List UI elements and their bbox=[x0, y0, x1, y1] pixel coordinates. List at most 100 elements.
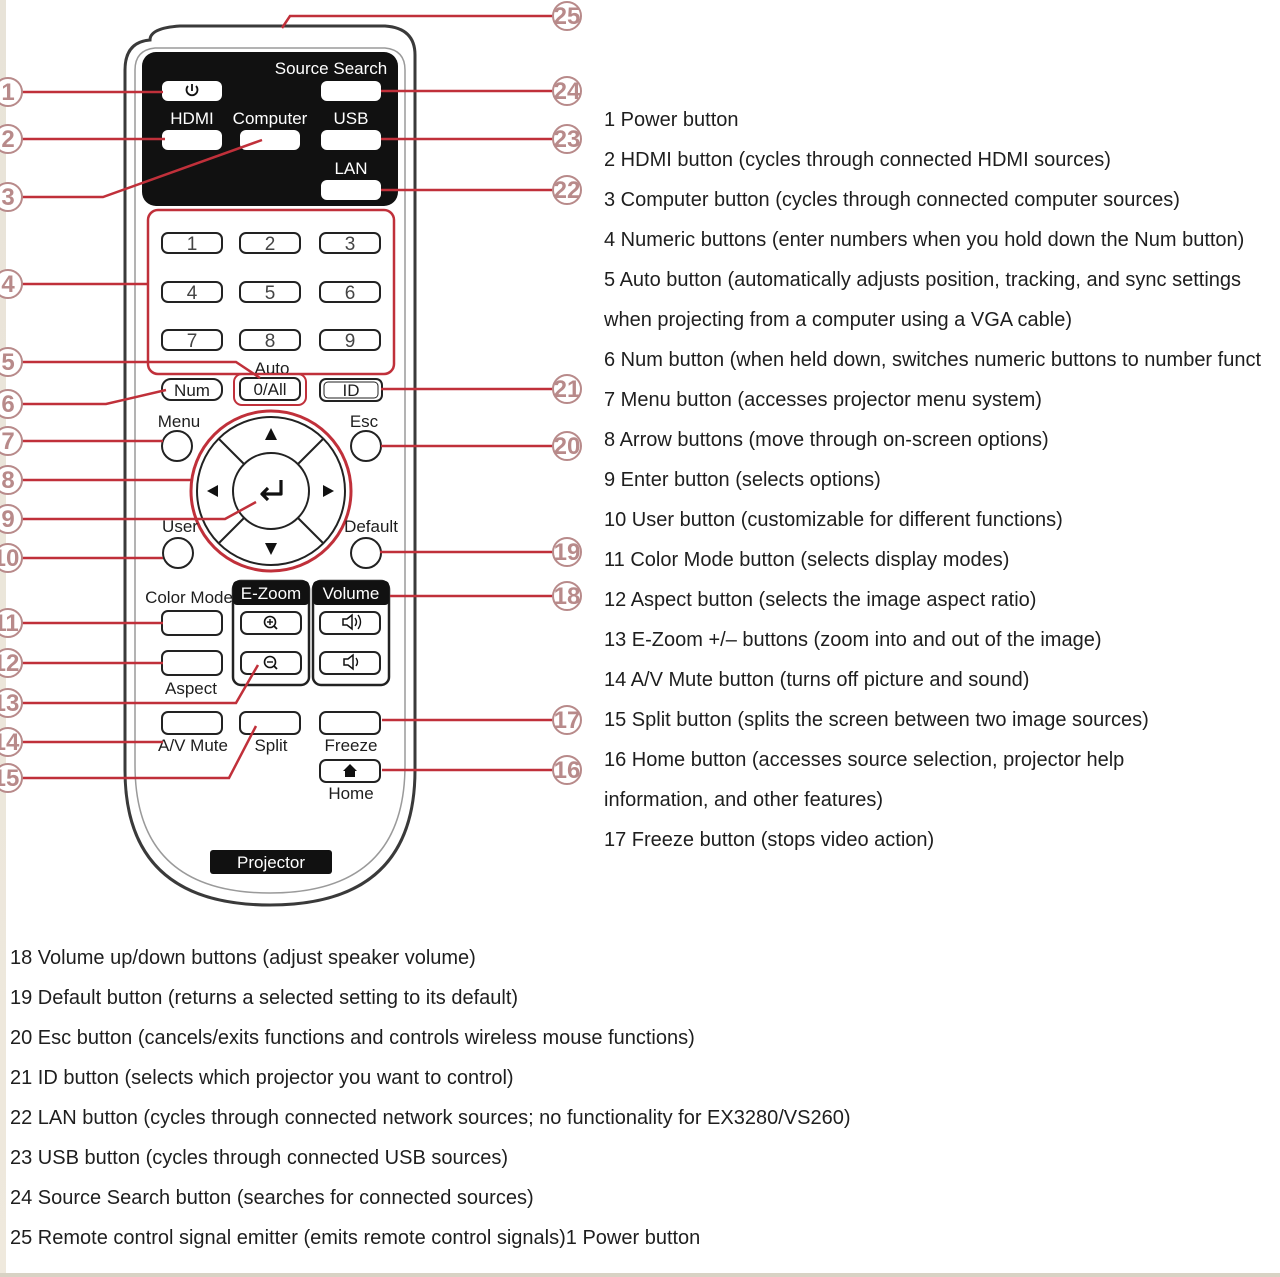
num-key-9-label: 9 bbox=[345, 331, 356, 352]
num-key-7[interactable] bbox=[161, 329, 223, 351]
description-line: 20 Esc button (cancels/exits functions a… bbox=[10, 1027, 695, 1049]
av-mute-button[interactable] bbox=[161, 711, 223, 735]
num-key-6-label: 6 bbox=[345, 283, 356, 304]
lan-button[interactable] bbox=[321, 180, 381, 200]
numeric-keys: 1 2 3 4 5 6 7 8 9 bbox=[161, 232, 381, 352]
split-label: Split bbox=[254, 736, 287, 755]
usb-label: USB bbox=[334, 109, 369, 128]
ezoom-in-button[interactable] bbox=[240, 611, 302, 635]
callout-number: 11 bbox=[0, 610, 19, 637]
color-mode-label: Color Mode bbox=[145, 588, 233, 607]
num-key-2[interactable] bbox=[239, 232, 301, 254]
callout-number: 4 bbox=[1, 271, 15, 298]
projector-label: Projector bbox=[237, 853, 305, 872]
callout-number: 9 bbox=[1, 506, 14, 533]
description-line: 17 Freeze button (stops video action) bbox=[604, 829, 935, 851]
callout-number: 12 bbox=[0, 650, 19, 677]
description-line: 8 Arrow buttons (move through on-screen … bbox=[604, 429, 1049, 451]
callout-markers: 1 2 3 4 5 6 7 8 9 10 11 12 13 14 15 16 1… bbox=[0, 1, 582, 793]
remote-diagram: Source Search HDMI Computer USB LAN 1 2 … bbox=[0, 1, 582, 907]
pad-divider bbox=[218, 517, 245, 544]
usb-button[interactable] bbox=[321, 130, 381, 150]
num-label: Num bbox=[174, 381, 210, 400]
arrow-up-icon[interactable] bbox=[265, 428, 277, 440]
callout-number: 8 bbox=[1, 467, 14, 494]
callout-number: 24 bbox=[554, 78, 581, 105]
zoom-out-icon bbox=[263, 655, 278, 670]
description-line: 15 Split button (splits the screen betwe… bbox=[604, 709, 1149, 731]
hdmi-button[interactable] bbox=[162, 130, 222, 150]
num-key-8[interactable] bbox=[239, 329, 301, 351]
callout-circle-16 bbox=[552, 755, 582, 785]
num-button[interactable] bbox=[161, 378, 223, 401]
num-key-3[interactable] bbox=[319, 232, 381, 254]
user-label: User bbox=[162, 517, 198, 536]
computer-button[interactable] bbox=[240, 130, 300, 150]
source-search-button[interactable] bbox=[321, 81, 381, 101]
volume-up-button[interactable] bbox=[319, 611, 381, 635]
zero-all-button[interactable] bbox=[239, 377, 301, 401]
description-line: 1 Power button bbox=[604, 109, 739, 131]
callout-number: 18 bbox=[554, 583, 581, 610]
volume-label: Volume bbox=[323, 584, 380, 603]
callout-circle-12 bbox=[0, 648, 23, 678]
callout-number: 6 bbox=[1, 391, 14, 418]
arrow-pad-ring bbox=[189, 409, 353, 573]
home-icon bbox=[343, 764, 357, 777]
num-key-6[interactable] bbox=[319, 281, 381, 303]
description-line: 7 Menu button (accesses projector menu s… bbox=[604, 389, 1042, 411]
arrow-right-icon[interactable] bbox=[323, 485, 334, 497]
num-key-5[interactable] bbox=[239, 281, 301, 303]
enter-button[interactable] bbox=[232, 452, 310, 530]
menu-label: Menu bbox=[158, 412, 201, 431]
callout-circle-14 bbox=[0, 727, 23, 757]
callout-lines bbox=[20, 14, 556, 780]
callout-number: 21 bbox=[554, 376, 581, 403]
callout-number: 22 bbox=[554, 177, 581, 204]
callout-circle-11 bbox=[0, 608, 23, 638]
callout-circle-4 bbox=[0, 269, 23, 299]
pad-divider bbox=[297, 517, 324, 544]
id-label: ID bbox=[343, 381, 360, 400]
description-line: 5 Auto button (automatically adjusts pos… bbox=[604, 269, 1242, 291]
callout-number: 23 bbox=[554, 126, 581, 153]
description-line: 2 HDMI button (cycles through connected … bbox=[604, 149, 1111, 171]
callout-circle-25 bbox=[552, 1, 582, 31]
callout-circle-22 bbox=[552, 175, 582, 205]
num-key-1[interactable] bbox=[161, 232, 223, 254]
num-key-8-label: 8 bbox=[265, 331, 276, 352]
num-key-9[interactable] bbox=[319, 329, 381, 351]
description-line: 4 Numeric buttons (enter numbers when yo… bbox=[604, 229, 1245, 251]
volume-up-icon bbox=[342, 613, 362, 631]
callout-circle-6 bbox=[0, 389, 23, 419]
callout-circle-23 bbox=[552, 124, 582, 154]
num-key-5-label: 5 bbox=[265, 283, 276, 304]
callout-number: 7 bbox=[1, 428, 14, 455]
callout-circle-15 bbox=[0, 763, 23, 793]
page-bottom-edge bbox=[0, 1273, 1280, 1277]
callout-circle-9 bbox=[0, 504, 23, 534]
callout-number: 5 bbox=[1, 349, 14, 376]
av-mute-label: A/V Mute bbox=[158, 736, 228, 755]
user-button[interactable] bbox=[162, 537, 194, 569]
num-key-4[interactable] bbox=[161, 281, 223, 303]
volume-down-button[interactable] bbox=[319, 651, 381, 675]
home-label: Home bbox=[328, 784, 373, 803]
description-line: 18 Volume up/down buttons (adjust speake… bbox=[10, 947, 476, 969]
num-key-3-label: 3 bbox=[345, 234, 356, 255]
description-line: 3 Computer button (cycles through connec… bbox=[604, 189, 1180, 211]
freeze-button[interactable] bbox=[319, 711, 381, 735]
callout-circle-5 bbox=[0, 347, 23, 377]
callout-circle-19 bbox=[552, 537, 582, 567]
volume-header bbox=[313, 581, 389, 605]
menu-button[interactable] bbox=[161, 430, 193, 462]
description-line: 13 E-Zoom +/– buttons (zoom into and out… bbox=[604, 629, 1102, 651]
callout-circle-10 bbox=[0, 543, 23, 573]
callout-number: 1 bbox=[1, 79, 14, 106]
ezoom-label: E-Zoom bbox=[241, 584, 301, 603]
description-line: 22 LAN button (cycles through connected … bbox=[10, 1107, 851, 1129]
zero-all-label: 0/All bbox=[253, 380, 286, 399]
arrow-left-icon[interactable] bbox=[207, 485, 218, 497]
zoom-in-icon bbox=[263, 615, 278, 630]
arrow-down-icon[interactable] bbox=[265, 543, 277, 555]
